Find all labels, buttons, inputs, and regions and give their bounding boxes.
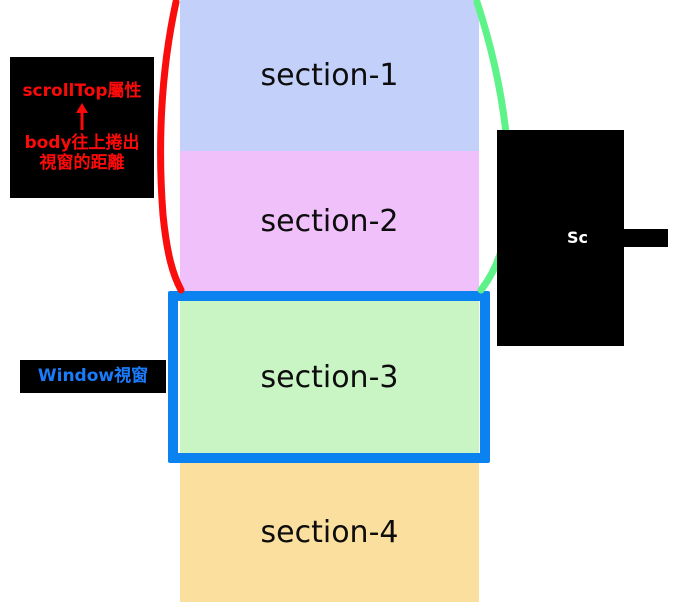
section-4-block[interactable]: section-4 <box>180 463 479 602</box>
scroll-top-brace-curve <box>157 0 185 294</box>
section-2-block[interactable]: section-2 <box>180 151 479 291</box>
section-1-label: section-1 <box>260 58 399 93</box>
scroll-height-label: Sc <box>567 228 589 248</box>
scroll-top-desc-line-1: body往上捲出 <box>24 133 140 154</box>
scroll-top-callout: scrollTop屬性 body往上捲出 視窗的距離 <box>10 57 154 198</box>
section-3-block[interactable]: section-3 <box>180 291 479 463</box>
up-arrow-icon <box>14 102 150 132</box>
section-1-block[interactable]: section-1 <box>180 0 479 151</box>
window-label: Window視窗 <box>37 365 149 386</box>
document-sections-column: section-1 section-2 section-3 section-4 <box>180 0 479 602</box>
window-label-callout: Window視窗 <box>20 360 166 393</box>
scroll-top-title: scrollTop屬性 <box>22 80 142 101</box>
section-4-label: section-4 <box>260 515 399 550</box>
redaction-bar <box>600 229 668 247</box>
section-3-label: section-3 <box>260 359 399 395</box>
scroll-top-desc-line-2: 視窗的距離 <box>39 152 125 173</box>
section-2-label: section-2 <box>260 203 399 239</box>
